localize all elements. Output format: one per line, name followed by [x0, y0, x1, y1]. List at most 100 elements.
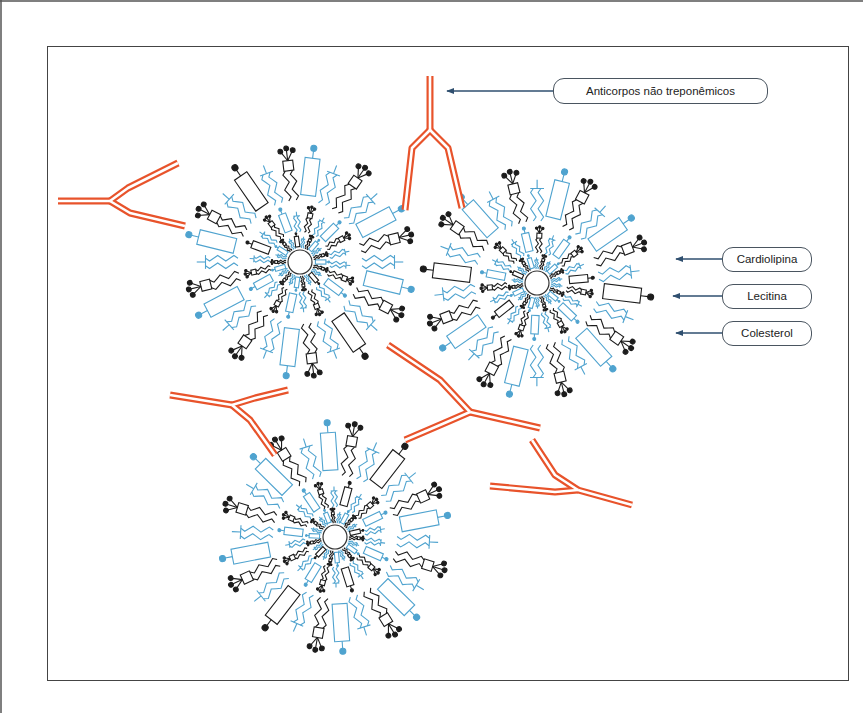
cardiolipin-head — [565, 327, 568, 330]
lipid-molecule — [564, 261, 586, 275]
cardiolipin-tail — [301, 324, 310, 354]
antibody-chain-inner — [490, 486, 578, 492]
lecithin-stem — [409, 610, 414, 615]
cholesterol-tail — [538, 297, 540, 306]
cardiolipin-head — [398, 312, 404, 318]
cholesterol-head — [371, 325, 378, 331]
cardiolipin-head — [562, 270, 564, 272]
lecithin-head — [231, 164, 239, 172]
cardiolipin-tail — [355, 285, 384, 304]
cardiolipin-head — [396, 626, 403, 633]
lipid-molecule — [321, 549, 330, 561]
cholesterol-tail — [323, 174, 340, 206]
lipid-molecule — [363, 509, 389, 527]
cholesterol-tail — [303, 292, 307, 308]
lipid-molecule — [277, 145, 301, 202]
lipid-molecule — [324, 231, 352, 252]
cholesterol-tail — [379, 473, 408, 498]
cardiolipin-body — [289, 554, 296, 561]
lecithin-head — [219, 555, 226, 562]
lipid-molecule — [327, 268, 355, 285]
lipid-molecule — [364, 537, 385, 546]
lipid-molecule — [351, 283, 408, 324]
lecithin-stem — [201, 311, 208, 314]
lipid-molecule — [530, 345, 544, 386]
cardiolipin-head — [562, 272, 564, 274]
cardiolipin-tail — [249, 314, 271, 342]
cardiolipin-head — [577, 245, 580, 248]
lipid-molecule — [315, 260, 329, 264]
cardiolipin-tail — [331, 551, 334, 560]
cholesterol-tail — [315, 222, 325, 237]
cardiolipin-tail — [327, 241, 341, 251]
cardiolipin-head — [592, 184, 598, 190]
cardiolipin-head — [376, 501, 379, 504]
cholesterol-head — [197, 261, 206, 262]
cholesterol-head — [536, 377, 537, 386]
lipid-molecule — [275, 253, 287, 260]
cholesterol-tail — [332, 567, 335, 583]
cholesterol-head — [600, 206, 606, 213]
lecithin-head — [510, 294, 512, 296]
cardiolipin-head — [622, 349, 629, 356]
cardiolipin-body — [329, 559, 332, 562]
lecithin-body — [569, 275, 588, 284]
cholesterol-tail — [384, 479, 413, 504]
cardiolipin-tail — [317, 522, 325, 528]
cardiolipin-tail — [247, 504, 277, 518]
lipid-molecule — [355, 553, 381, 577]
lipid-molecule — [324, 278, 349, 299]
cardiolipin-head — [320, 482, 323, 485]
lipid-molecule — [566, 285, 594, 299]
cardiolipin-body — [379, 300, 393, 314]
lipid-molecule — [330, 261, 351, 269]
cholesterol-cap — [298, 565, 303, 570]
cholesterol-tail — [514, 280, 523, 283]
cholesterol-cap — [265, 292, 270, 297]
cardiolipin-tail — [449, 299, 479, 315]
cardiolipin-body — [307, 213, 313, 219]
lecithin-body — [294, 277, 300, 288]
lipid-molecule — [225, 555, 282, 594]
cardiolipin-head — [227, 496, 233, 502]
cardiolipin-label: Cardiolipina — [722, 247, 812, 272]
cardiolipin-body — [357, 537, 360, 540]
cardiolipin-head — [285, 562, 288, 565]
lipid-molecule — [480, 268, 506, 280]
lipid-molecule — [363, 546, 389, 563]
lecithin-head — [348, 481, 352, 485]
lecithin-body — [204, 286, 244, 317]
lipid-molecule — [297, 437, 323, 480]
lecithin-body — [284, 527, 303, 537]
cardiolipin-head — [408, 232, 414, 238]
cardiolipin-head — [275, 310, 278, 313]
lipid-molecule — [535, 257, 539, 269]
lipid-molecule — [558, 303, 581, 326]
lipid-molecule — [425, 297, 482, 333]
lecithin-body — [399, 510, 439, 532]
cardiolipin-stem — [280, 280, 283, 283]
lecithin-body — [303, 493, 320, 513]
cholesterol-tail — [508, 306, 520, 321]
lecithin-head — [185, 231, 192, 238]
cardiolipin-head — [321, 311, 324, 314]
cardiolipin-head — [494, 246, 497, 249]
lecithin-head — [561, 168, 568, 175]
antibody-chain — [532, 440, 578, 490]
cardiolipin-head — [238, 354, 245, 361]
antibody-chain-inner — [429, 76, 432, 130]
cardiolipin-tail — [589, 313, 617, 335]
cardiolipin-head — [561, 295, 563, 297]
cholesterol-head — [429, 541, 438, 543]
lipid-molecule — [249, 255, 270, 263]
cardiolipin-stem — [509, 285, 512, 287]
lipid-molecule — [592, 234, 649, 270]
cardiolipin-head — [515, 332, 518, 335]
lecithin-head — [528, 310, 530, 312]
cardiolipin-tail — [488, 335, 507, 364]
cholesterol-tail — [331, 491, 334, 507]
cardiolipin-head — [522, 258, 524, 260]
cardiolipin-head — [265, 216, 268, 219]
cholesterol-head — [508, 321, 511, 325]
cardiolipin-tail — [566, 289, 581, 295]
